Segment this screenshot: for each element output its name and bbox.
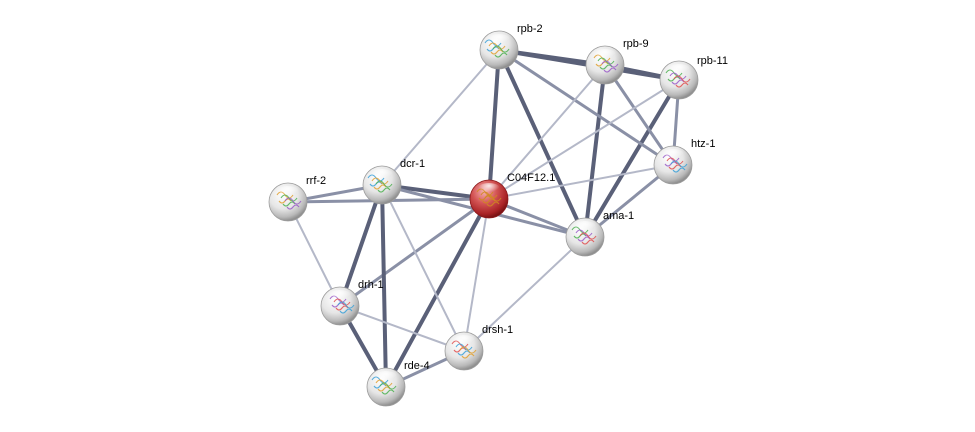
edge-rpb-9-ama-1[interactable] — [583, 63, 607, 239]
node-highlight — [487, 34, 511, 48]
edge-dcr-1-drh-1[interactable] — [338, 183, 384, 308]
node-label: rpb-11 — [697, 55, 728, 67]
node-label: rrf-2 — [306, 175, 326, 187]
edge-rpb-9-htz-1[interactable] — [603, 63, 675, 167]
edge-dcr-1-rde-4[interactable] — [380, 183, 388, 389]
edge-C04F12.1-rpb-9[interactable] — [488, 64, 606, 200]
edge-rpb-2-ama-1[interactable] — [497, 48, 587, 239]
node-label: htz-1 — [691, 138, 715, 150]
node-highlight — [477, 183, 501, 197]
edge-C04F12.1-rde-4[interactable] — [384, 197, 491, 389]
node-highlight — [452, 335, 476, 349]
node-highlight — [328, 290, 352, 304]
node-rpb-9[interactable]: rpb-9 — [585, 38, 649, 85]
node-highlight — [276, 186, 300, 200]
node-highlight — [661, 149, 685, 163]
edge-drh-1-drsh-1[interactable] — [339, 305, 465, 352]
node-rde-4[interactable]: rde-4 — [366, 360, 430, 407]
node-htz-1[interactable]: htz-1 — [653, 138, 715, 185]
node-label: rpb-2 — [517, 23, 543, 35]
node-label: C04F12.1 — [507, 172, 555, 184]
edge-dcr-1-drsh-1[interactable] — [381, 184, 465, 352]
node-highlight — [573, 221, 597, 235]
node-highlight — [593, 49, 617, 63]
node-drh-1[interactable]: drh-1 — [320, 279, 384, 326]
node-label: drh-1 — [358, 279, 384, 291]
node-label: rpb-9 — [623, 38, 649, 50]
node-label: ama-1 — [603, 210, 634, 222]
node-rpb-11[interactable]: rpb-11 — [659, 55, 728, 100]
node-label: drsh-1 — [482, 324, 513, 336]
node-highlight — [374, 371, 398, 385]
node-C04F12.1[interactable]: C04F12.1 — [469, 172, 555, 219]
node-label: rde-4 — [404, 360, 430, 372]
node-ama-1[interactable]: ama-1 — [565, 210, 634, 257]
edge-C04F12.1-drsh-1[interactable] — [463, 198, 490, 352]
node-dcr-1[interactable]: dcr-1 — [362, 158, 425, 205]
edge-rpb-2-C04F12.1[interactable] — [487, 48, 501, 201]
edge-C04F12.1-htz-1[interactable] — [488, 164, 674, 200]
node-highlight — [667, 64, 691, 78]
edge-rpb-11-ama-1[interactable] — [583, 78, 681, 239]
node-label: dcr-1 — [400, 158, 425, 170]
edge-rpb-2-dcr-1[interactable] — [381, 49, 500, 186]
node-drsh-1[interactable]: drsh-1 — [444, 324, 513, 371]
node-rrf-2[interactable]: rrf-2 — [268, 175, 326, 222]
edge-drsh-1-ama-1[interactable] — [463, 236, 586, 352]
edge-rpb-2-htz-1[interactable] — [497, 48, 675, 167]
edge-C04F12.1-rpb-11[interactable] — [488, 79, 680, 200]
node-rpb-2[interactable]: rpb-2 — [479, 23, 543, 70]
node-highlight — [370, 169, 394, 183]
